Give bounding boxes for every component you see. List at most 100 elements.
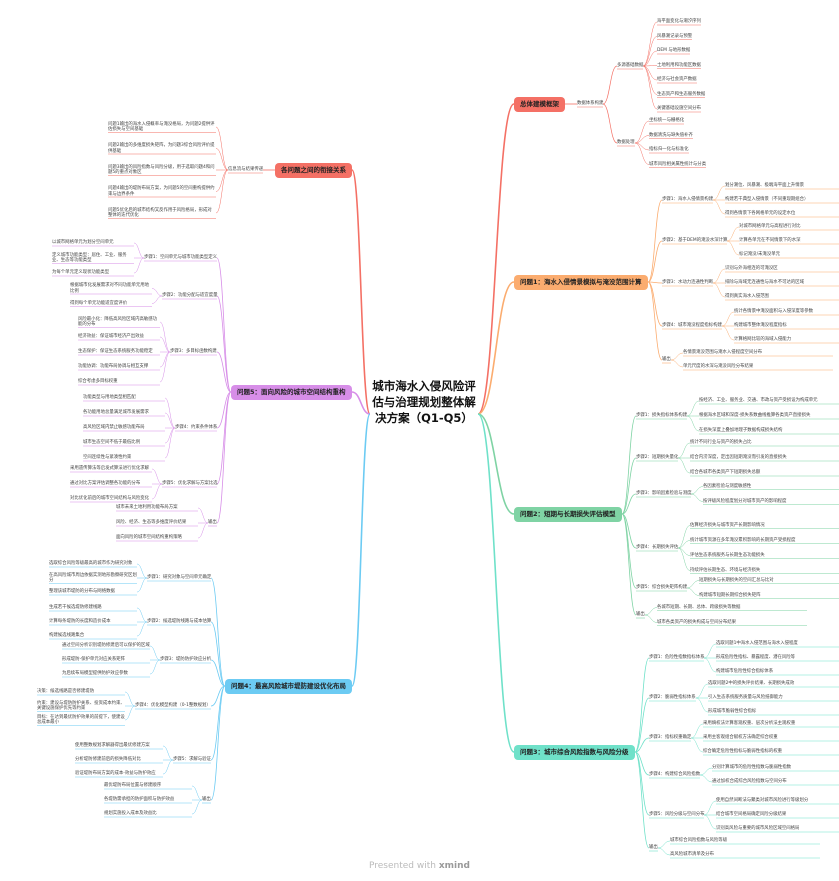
step-item[interactable]: 城市未来土地利用功能布局方案 [116, 505, 178, 510]
step-item[interactable]: 在高风险城市周边依据实测地形勘察研究区划分 [49, 572, 137, 584]
step-item[interactable]: 经济效益：保证城市经济产出效益 [78, 334, 144, 339]
step-item[interactable]: 决策：候选线路是否修建堤防 [37, 689, 95, 694]
step-q4-6[interactable]: 输出 [202, 797, 211, 802]
step-item[interactable]: 整理该城市堤防的分布与网络数据 [49, 589, 115, 594]
step-q1-4[interactable]: 步骤4：城市淹没程度指标构建 [662, 323, 722, 328]
multi-source-item[interactable]: 海平面变化与潮汐序列 [657, 19, 701, 24]
step-q1-1[interactable]: 步骤1：海水入侵情景构建 [662, 197, 714, 202]
data-system-node[interactable]: 数据体系构建 [577, 101, 604, 106]
step-q5-4[interactable]: 步骤4：约束条件体系 [175, 425, 218, 430]
step-item[interactable]: 通过加权合成综合风险指数与空间分布 [712, 779, 787, 784]
flow-item[interactable]: 问题5优化后的城市结构又反作用于风险格局，形成对整体的迭代优化 [108, 207, 212, 219]
processing-item[interactable]: 指标归一化与标准化 [649, 147, 689, 152]
step-item[interactable]: 划分潮位、风暴潮、极端海平面上升情景 [725, 183, 805, 188]
step-item[interactable]: 定义城市功能类型：居住、工业、服务业、生态等功能类型 [52, 252, 127, 264]
step-q1-3[interactable]: 步骤3：水动力连通性判断 [662, 280, 714, 285]
flow-item[interactable]: 问题1输出的海水入侵概率与淹没格局，为问题2提供评估损失与空间基础 [108, 121, 215, 133]
step-item[interactable]: 构建城市危险性综合指标体系 [716, 669, 774, 674]
step-q5-1[interactable]: 步骤1：空间单元与城市功能类型定义 [144, 255, 218, 260]
step-q2-2[interactable]: 步骤2：短期损失量化 [636, 455, 679, 460]
step-q4-1[interactable]: 步骤1：研究对象与空间单元确定 [147, 575, 212, 580]
step-item[interactable]: 形成危险性指标、暴露程度、潜在风险等 [716, 655, 796, 660]
step-item[interactable]: 最优堤防布局位置与修建顺序 [104, 783, 162, 788]
processing-node[interactable]: 数据处理 [617, 140, 635, 145]
multi-source-item[interactable]: DEM 与地形数据 [657, 48, 691, 53]
branch-q2[interactable]: 问题2：短期与长期损失评估模型 [514, 506, 622, 522]
step-item[interactable]: 使用整数规划求解器得出最优修建方案 [75, 743, 150, 748]
step-item[interactable]: 选取问题2中的损失评价结果、长期损失成效 [708, 681, 795, 686]
step-item[interactable]: 高风险城市清单及分布 [670, 852, 714, 857]
step-item[interactable]: 结合城市空间格局确定风险分级结果 [716, 812, 787, 817]
branch-q3[interactable]: 问题3：城市综合风险指数与风险分级 [514, 744, 635, 760]
step-item[interactable]: 空间连续性与紧凑性约束 [83, 455, 132, 460]
step-item[interactable]: 各因素检验与测度敏感性 [703, 483, 752, 489]
step-q5-2[interactable]: 步骤2：功能分配与适宜度量 [162, 293, 218, 298]
step-item[interactable]: 采用主客观组合赋权方法确定综合权重 [703, 735, 778, 740]
step-item[interactable]: 各城市短期、长期、总体、跨级损失等数据 [657, 604, 741, 610]
step-item[interactable]: 风险最小化：降低高风险区域内高敏感功能的分布 [78, 316, 158, 328]
step-item[interactable]: 统计不同行业与资产的损失占比 [690, 440, 752, 445]
step-item[interactable]: 构建若干典型入侵情景（不同重现期组合） [725, 197, 809, 202]
step-item[interactable]: 各情景淹没范围与淹水入侵程度空间分布 [683, 350, 763, 355]
processing-item[interactable]: 城市风险相关属性统计与分类 [649, 161, 707, 167]
step-item[interactable]: 得到各情景下各网格单元的设定水位 [725, 211, 796, 216]
step-item[interactable]: 形成城市脆弱性综合指标 [708, 709, 757, 714]
step-item[interactable]: 短期损失与长期损失的空间汇总与比对 [699, 577, 774, 583]
step-item[interactable]: 综合考虑多目标权重 [78, 379, 118, 384]
step-item[interactable]: 选取综合风险等级最高的城市作为研究对象 [49, 561, 133, 566]
step-item[interactable]: 风险、经济、生态等多维度评价结果 [116, 520, 187, 525]
step-item[interactable]: 生态保护：保证生态系统服务功能稳定 [78, 349, 153, 354]
step-q1-2[interactable]: 步骤2：基于DEM的淹没水深计算 [662, 238, 728, 243]
branch-relations[interactable]: 各问题之间的衔接关系 [275, 162, 352, 178]
step-item[interactable]: 标记淹没/未淹没单元 [739, 252, 780, 257]
step-item[interactable]: 通过对比方案评估调整各功能的分布 [70, 481, 141, 486]
step-item[interactable]: 城市生态空间不低于最低比例 [83, 440, 141, 445]
step-q2-6[interactable]: 输出 [636, 612, 645, 617]
step-item[interactable]: 按评级风险程度划分对城市资产的影响程度 [703, 498, 787, 504]
step-item[interactable]: 各堤防需承担的防护面积与防护效益 [104, 797, 175, 802]
processing-item[interactable]: 数据清洗与缺失值补齐 [649, 132, 693, 138]
flow-item[interactable]: 问题4输出的堤防布局方案，为问题5的空间重构提供约束与边界条件 [108, 186, 215, 197]
flow-node[interactable]: 信息流与结果传递 [228, 167, 264, 172]
step-q3-5[interactable]: 步骤5：风险分级与空间分布 [649, 812, 705, 817]
step-item[interactable]: 计算各单元在不同情景下的水深 [739, 238, 801, 243]
step-item[interactable]: 约束：建设与堤防防护关系、投资成本约束、关键设施保护优先等约束 [37, 700, 125, 712]
step-q3-6[interactable]: 输出 [649, 845, 658, 850]
step-q3-1[interactable]: 步骤1：危险性指数指标体系 [649, 655, 705, 660]
step-item[interactable]: 规划实施投入成本及效益比 [104, 811, 157, 816]
step-item[interactable]: 目标：在达到最优防护效果的前提下，使建设总成本最小 [37, 714, 125, 726]
step-item[interactable]: 结合内涝深度，定出因短期淹没而引发的直接损失 [690, 455, 787, 460]
branch-framework[interactable]: 总体建模框架 [514, 96, 565, 112]
multi-source-item[interactable]: 生态资产和生态服务数据 [657, 91, 706, 97]
step-item[interactable]: 综合确定危险性指标与脆弱性指标的权重 [703, 749, 783, 754]
step-item[interactable]: 计算格网比较的海域入侵能力 [734, 337, 792, 342]
step-item[interactable]: 为每个单元定义现状功能类型 [52, 270, 110, 275]
step-item[interactable]: 按经济、工业、服务业、交通、市政与资产受损设为构成单元 [699, 398, 818, 403]
step-q5-6[interactable]: 输出 [208, 520, 217, 525]
multi-source-item[interactable]: 经济与社会资产数据 [657, 77, 697, 82]
step-item[interactable]: 使用自然间断法与聚类对城市风险进行等级划分 [716, 798, 809, 803]
step-item[interactable]: 统计城市资源在多年淹没累积影响的长期资产受损程度 [690, 537, 796, 543]
step-q5-5[interactable]: 步骤5：优化求解与方案比选 [162, 481, 218, 486]
step-q2-3[interactable]: 步骤3：影响因素检验与测度 [636, 491, 692, 496]
step-item[interactable]: 计算每条堤防的长度和造价成本 [49, 619, 111, 624]
root-topic[interactable]: 城市海水入侵风险评估与治理规划整体解决方案（Q1-Q5） [372, 379, 476, 425]
step-item[interactable]: 持续评估长期生态、环境与经济损失 [690, 567, 761, 573]
step-item[interactable]: 识别高风险与重要的城市风险区域空间格局 [716, 826, 800, 831]
step-item[interactable]: 形成堤防-保护单元对应关系矩阵 [62, 657, 126, 662]
step-item[interactable]: 城市各类资产的损失构成与空间分布结果 [657, 619, 737, 625]
flow-item[interactable]: 问题3输出的风险指数与风险分级，用于选取问题4和问题5的重点对象区 [108, 164, 215, 176]
branch-q4[interactable]: 问题4：最高风险城市堤防建设优化布局 [225, 678, 353, 694]
multi-source-item[interactable]: 关键基础设施空间分布 [657, 106, 701, 111]
step-item[interactable]: 构建城市整体淹没程度指标 [734, 323, 787, 328]
step-item[interactable]: 采用熵权法计算客观权重、层次分析法主观权重 [703, 721, 796, 726]
step-item[interactable]: 以城市网格单元为划分空间单元 [52, 240, 114, 245]
step-item[interactable]: 在损失深度上叠加地理子数据构成损失结构 [699, 428, 783, 433]
step-item[interactable]: 功能类型与用地类型相匹配 [83, 395, 136, 400]
flow-item[interactable]: 问题2输出的多维度损失矩阵，为问题3综合风险评价提供基础 [108, 143, 215, 154]
step-item[interactable]: 分别计算城市的危险性指数与脆弱性指数 [712, 765, 792, 770]
step-item[interactable]: 统计各情景中淹没面积与入侵深度等参数 [734, 309, 814, 314]
step-item[interactable]: 通过空间分析识别堤防修建后可以保护的区域 [62, 643, 150, 648]
step-item[interactable]: 评估生态系统服务与长期生态功能损失 [690, 552, 765, 558]
step-q4-2[interactable]: 步骤2：候选堤防线路与成本估算 [147, 619, 212, 624]
